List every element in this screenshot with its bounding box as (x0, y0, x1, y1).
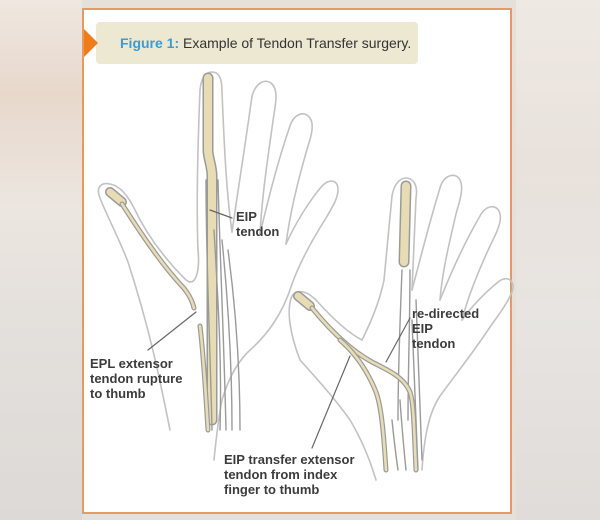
label-eip-transfer: EIP transfer extensor tendon from index … (224, 452, 355, 497)
label-redirected-eip-line-2: EIP (412, 321, 433, 336)
label-eip-tendon-line-1: EIP (236, 209, 257, 224)
label-epl-rupture-line-2: tendon rupture (90, 371, 183, 386)
left-index-tendon (202, 72, 218, 426)
caption-arrow-icon (84, 29, 98, 57)
right-tendon-bundle (391, 269, 423, 471)
left-hand-outline (97, 71, 339, 461)
caption-text: Figure 1: Example of Tendon Transfer sur… (120, 35, 411, 51)
left-epl-tendon (105, 187, 211, 433)
background-right (516, 0, 600, 520)
redirected-eip-tendon (309, 305, 419, 473)
left-tendon-bundle (205, 179, 241, 431)
right-thumb-tendon (293, 291, 315, 311)
label-epl-rupture: EPL extensor tendon rupture to thumb (90, 356, 182, 401)
label-epl-rupture-line-3: to thumb (90, 386, 146, 401)
figure-frame: Figure 1: Example of Tendon Transfer sur… (82, 8, 512, 514)
right-hand-outline (288, 174, 514, 481)
caption-label: Figure 1: (120, 35, 180, 51)
label-eip-transfer-line-3: finger to thumb (224, 482, 320, 497)
label-redirected-eip-line-1: re-directed (412, 306, 480, 321)
label-eip-tendon-line-2: tendon (236, 224, 280, 239)
label-eip-transfer-line-1: EIP transfer extensor (224, 452, 355, 467)
label-eip-transfer-line-2: tendon from index (224, 467, 338, 482)
background-left (0, 0, 82, 520)
label-redirected-eip: re-directed EIP tendon (412, 306, 479, 351)
figure-caption: Figure 1: Example of Tendon Transfer sur… (84, 22, 418, 64)
caption-title: Example of Tendon Transfer surgery. (183, 35, 412, 51)
label-epl-rupture-line-1: EPL extensor (90, 356, 173, 371)
leader-lines (147, 209, 411, 449)
right-index-tendon (398, 180, 412, 268)
label-eip-tendon: EIP tendon (236, 209, 279, 239)
label-redirected-eip-line-3: tendon (412, 336, 456, 351)
